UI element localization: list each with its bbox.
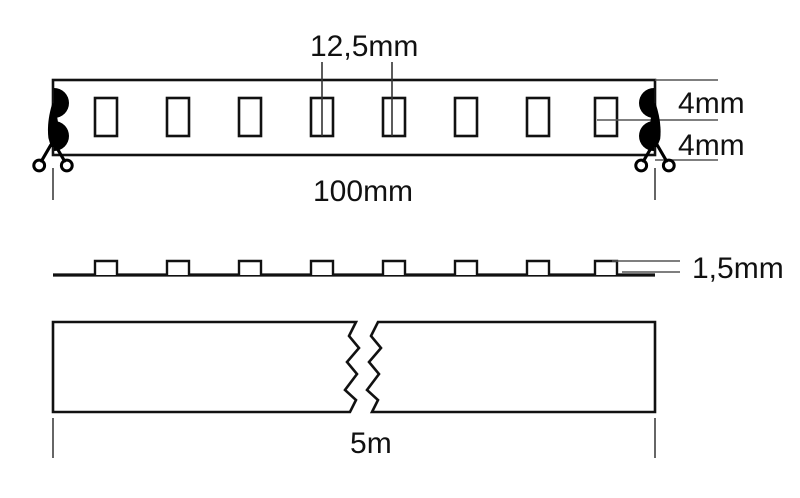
side-view-led-bumps <box>93 259 619 275</box>
led-chip <box>93 96 119 138</box>
led-chip <box>453 96 479 138</box>
led-bump <box>237 259 263 275</box>
dim-thickness-number: 1,5 <box>692 252 734 285</box>
solder-pad-right-upper <box>639 88 654 118</box>
dim-thickness-label: 1,5mm <box>692 252 784 285</box>
led-chip <box>593 96 619 138</box>
dim-reel-length-unit: m <box>367 427 392 460</box>
dim-strip-length-label: 100mm <box>313 175 413 208</box>
dim-pitch-number: 12,5 <box>310 30 368 63</box>
led-bump <box>381 259 407 275</box>
reel-body-right <box>365 320 657 414</box>
dim-pad-upper-unit: mm <box>695 87 745 120</box>
dim-strip-length-unit: mm <box>363 175 413 208</box>
dim-pitch-unit: mm <box>368 30 418 63</box>
led-bump <box>93 259 119 275</box>
led-chip <box>237 96 263 138</box>
dim-pad-upper-number: 4 <box>678 87 695 120</box>
dim-pad-upper-label: 4mm <box>678 87 745 120</box>
dim-pad-lower-unit: mm <box>695 129 745 162</box>
reel-body-left <box>51 320 361 414</box>
dim-pitch-label: 12,5mm <box>310 30 418 63</box>
led-bump <box>309 259 335 275</box>
led-bump <box>165 259 191 275</box>
led-bump <box>593 259 619 275</box>
dim-pad-lower-label: 4mm <box>678 129 745 162</box>
dim-pad-lower-number: 4 <box>678 129 695 162</box>
reel-view-group <box>51 320 657 458</box>
led-chip <box>525 96 551 138</box>
led-bump <box>453 259 479 275</box>
strip-body-outline <box>51 78 657 157</box>
dim-reel-length-number: 5 <box>350 427 367 460</box>
led-bump <box>525 259 551 275</box>
led-chip <box>165 96 191 138</box>
dim-reel-length-label: 5m <box>350 427 392 460</box>
led-chip <box>381 96 407 138</box>
solder-pad-left-upper <box>54 88 69 118</box>
side-view-group <box>53 259 680 277</box>
dimension-labels: 12,5mm 4mm 4mm 100mm 1,5mm 5m <box>310 30 784 460</box>
dim-thickness-unit: mm <box>734 252 784 285</box>
top-view-group <box>32 62 718 200</box>
dim-strip-length-number: 100 <box>313 175 363 208</box>
